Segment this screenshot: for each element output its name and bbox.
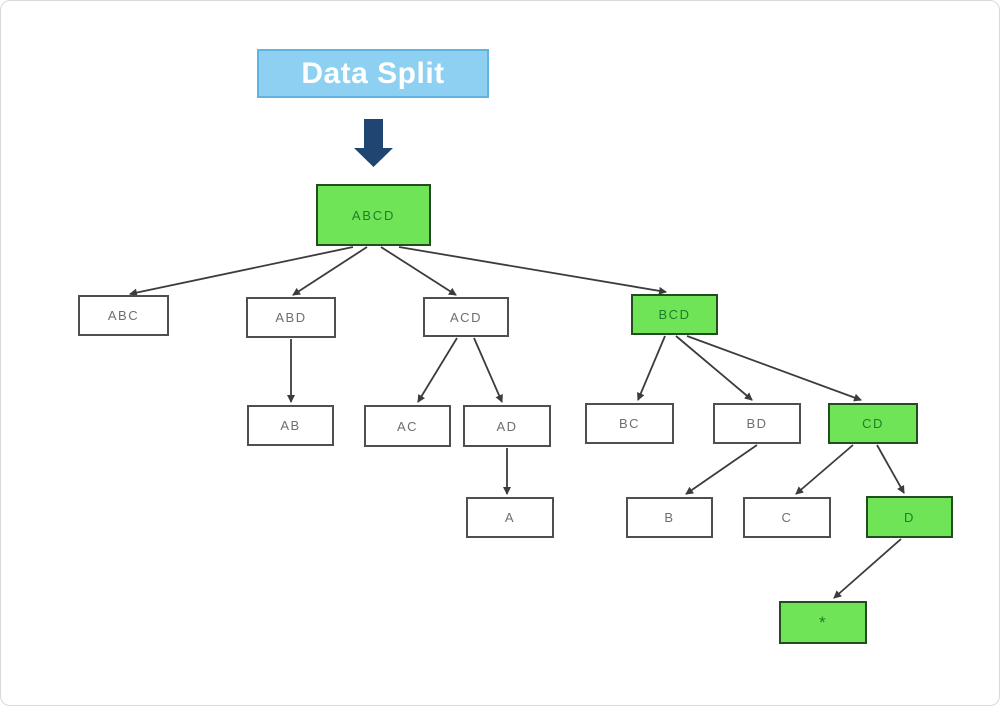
edge-ACD-AD: [473, 337, 503, 403]
edge-ACD-AC: [417, 337, 458, 403]
node-B: B: [626, 497, 713, 538]
edge-BD-B: [685, 444, 758, 495]
node-ABC: ABC: [78, 295, 169, 336]
edge-CD-D: [876, 444, 905, 494]
node-A: A: [466, 497, 554, 538]
node-AB-label: AB: [280, 418, 301, 433]
node-AD-label: AD: [496, 418, 518, 434]
node-BCD: BCD: [631, 294, 718, 335]
edge-ABCD-BCD: [398, 246, 667, 295]
node-BC: BC: [585, 403, 674, 444]
node-CD-label: CD: [862, 416, 884, 431]
edge-ABCD-ABD: [292, 246, 368, 296]
node-ABD-label: ABD: [275, 310, 307, 325]
node-BCD-label: BCD: [658, 307, 691, 322]
node-D-label: D: [904, 509, 915, 525]
node-AB: AB: [247, 405, 334, 446]
title-box: Data Split: [257, 49, 489, 98]
edge-ABCD-ABC: [129, 246, 354, 297]
node-AD: AD: [463, 405, 551, 447]
node-ACD: ACD: [423, 297, 509, 337]
edge-BCD-CD: [686, 335, 862, 402]
node-ABCD-label: ABCD: [351, 207, 396, 223]
node-AC: AC: [364, 405, 451, 447]
node-CD: CD: [828, 403, 918, 444]
node-BC-label: BC: [618, 416, 641, 431]
node-AC-label: AC: [396, 418, 419, 434]
edge-ABCD-ACD: [380, 246, 457, 296]
node-star: *: [779, 601, 867, 644]
edge-BCD-BD: [675, 335, 753, 401]
node-D: D: [866, 496, 953, 538]
node-C-label: C: [781, 510, 793, 525]
node-B-label: B: [664, 510, 675, 525]
node-ABCD: ABCD: [316, 184, 431, 246]
node-ACD-label: ACD: [450, 309, 482, 325]
node-ABC-label: ABC: [107, 308, 140, 323]
node-star-label: *: [818, 612, 828, 632]
node-C: C: [743, 497, 831, 538]
node-BD: BD: [713, 403, 801, 444]
edge-CD-C: [795, 444, 854, 495]
edge-D-STAR: [833, 538, 902, 599]
node-BD-label: BD: [746, 416, 768, 431]
down-block-arrow-icon: [354, 119, 393, 167]
node-ABD: ABD: [246, 297, 336, 338]
diagram-title: Data Split: [301, 56, 445, 90]
edge-BCD-BC: [637, 335, 666, 401]
node-A-label: A: [504, 510, 516, 525]
